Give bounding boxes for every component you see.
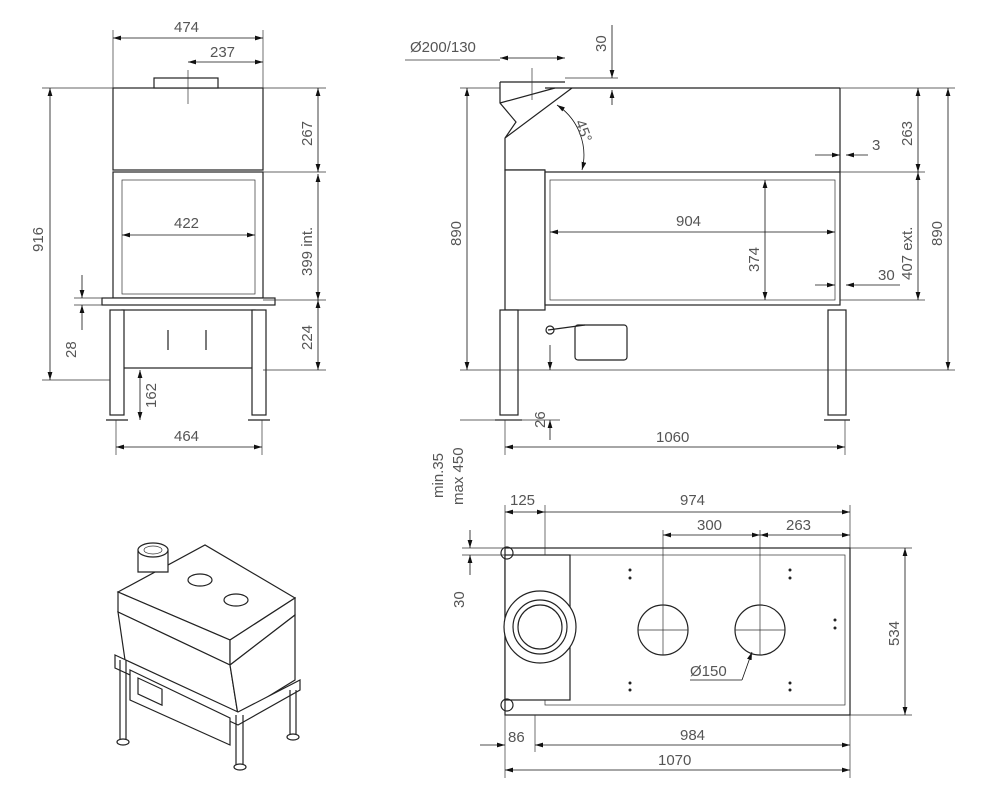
dim-407-ext: 407 ext.	[899, 227, 916, 280]
isometric-view	[114, 542, 301, 771]
iso-glass-side	[229, 613, 296, 716]
side-leg-left	[499, 309, 519, 416]
flue-outlet	[503, 590, 577, 664]
dim-leg-max: max 450	[450, 447, 467, 505]
leg-left	[109, 309, 125, 416]
front-base-box	[121, 309, 256, 369]
dim-984: 984	[680, 727, 705, 744]
dim-leg-min: min.35	[430, 453, 447, 498]
dim-974: 974	[680, 492, 705, 509]
dim-422: 422	[174, 215, 199, 232]
dim-474: 474	[174, 19, 199, 36]
side-view: Ø200/130 30 45° 890 890 263 407 ext. 3 3…	[405, 25, 955, 505]
dim-263-plan: 263	[786, 517, 811, 534]
side-leg-right	[827, 309, 847, 416]
dim-125: 125	[510, 492, 535, 509]
dim-534: 534	[886, 621, 903, 646]
dim-224: 224	[299, 325, 316, 350]
plan-view: 125 974 300 263 30 534 Ø150 86 984 1070	[451, 492, 912, 778]
dim-1070: 1070	[658, 752, 691, 769]
dim-1060: 1060	[656, 429, 689, 446]
dim-890-left: 890	[448, 221, 465, 246]
dim-28: 28	[63, 341, 80, 358]
side-glass	[544, 171, 841, 306]
dim-30-lip: 30	[878, 267, 895, 284]
dim-86: 86	[508, 729, 525, 746]
dim-263-side: 263	[899, 121, 916, 146]
dim-904: 904	[676, 213, 701, 230]
front-view: 474 237 916 267 399 int. 224 422 28 162 …	[30, 19, 326, 455]
dim-26: 26	[532, 411, 549, 428]
dim-267: 267	[299, 121, 316, 146]
dim-237: 237	[210, 44, 235, 61]
dim-150-diameter: Ø150	[690, 663, 727, 680]
leg-right	[251, 309, 267, 416]
dim-162: 162	[143, 383, 160, 408]
air-hole-1	[637, 604, 689, 656]
dim-399: 399 int.	[299, 227, 316, 276]
dim-916: 916	[30, 227, 47, 252]
flue-collar	[153, 77, 219, 89]
air-box	[574, 324, 628, 361]
dim-45-degrees: 45°	[571, 118, 595, 145]
dim-flue-diameter: Ø200/130	[410, 39, 476, 56]
dim-890-right: 890	[929, 221, 946, 246]
dim-374: 374	[746, 247, 763, 272]
dim-464: 464	[174, 428, 199, 445]
dim-300: 300	[697, 517, 722, 534]
dim-30-top: 30	[593, 35, 610, 52]
air-hole-2	[734, 604, 786, 656]
dim-30-plan: 30	[451, 591, 468, 608]
dim-3: 3	[872, 137, 880, 154]
side-column	[504, 169, 546, 311]
